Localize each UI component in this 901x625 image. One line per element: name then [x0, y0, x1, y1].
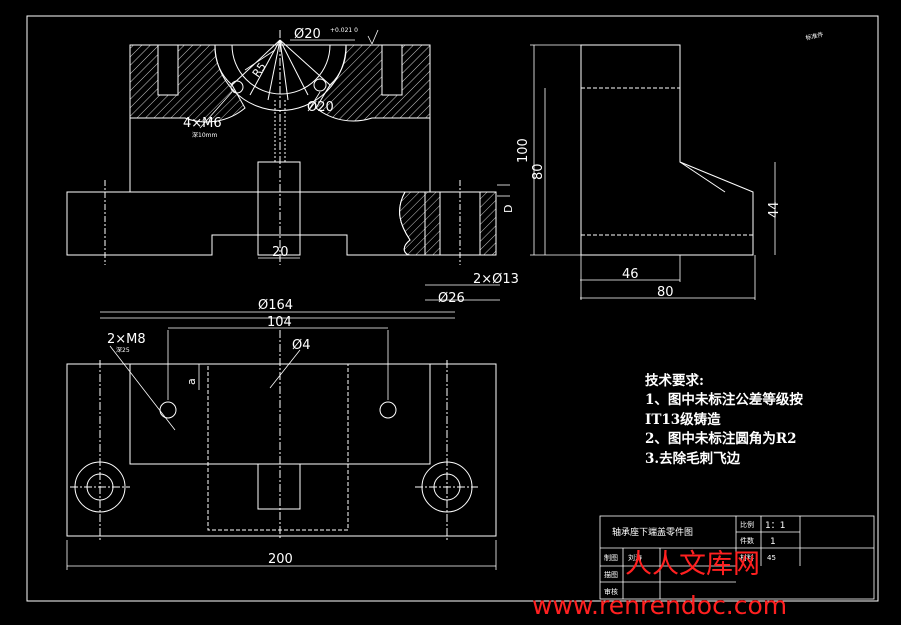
side-view [580, 44, 754, 256]
dim-width-20: 20 [272, 245, 289, 260]
top-view [66, 330, 497, 540]
dim-pin: Ø20 [307, 100, 334, 115]
dim-200: 200 [268, 552, 293, 567]
tb-draft-label: 描图 [604, 570, 618, 579]
tb-material-value: 45 [767, 554, 776, 562]
dim-radius: R5 [250, 60, 269, 79]
dim-m8-note: 深25 [116, 346, 130, 354]
tb-qty-label: 件数 [740, 536, 754, 545]
dim-depth: D [502, 205, 515, 213]
dim-bore-tol: +0.021 0 [330, 27, 358, 34]
dim-screws: 4×M6 [183, 116, 222, 131]
tb-scale-value: 1：1 [765, 521, 785, 531]
technical-notes: 技术要求: 1、图中未标注公差等级按 IT13级铸造 2、图中未标注圆角为R2 … [645, 372, 803, 467]
tb-drawn-value: 刘涛 [628, 553, 642, 562]
dim-100: 100 [516, 138, 531, 163]
watermark-brand: 人人文库网 [625, 549, 760, 580]
dim-44: 44 [767, 201, 782, 218]
tb-drawn-label: 制图 [604, 553, 618, 562]
tb-scale-label: 比例 [740, 520, 754, 529]
dim-bore: Ø20 [294, 27, 321, 42]
title-block [599, 515, 875, 600]
notes-line-1: 1、图中未标注公差等级按 [645, 391, 803, 408]
dim-80-side: 80 [531, 163, 546, 180]
front-view [66, 30, 497, 265]
dim-a: a [185, 378, 198, 385]
dim-m8: 2×M8 [107, 332, 146, 347]
drawing-border [26, 15, 879, 602]
notes-line-2: IT13级铸造 [645, 411, 721, 428]
tb-qty-value: 1 [770, 537, 776, 547]
tb-check-label: 审核 [604, 587, 618, 596]
dim-phi4: Ø4 [292, 338, 311, 353]
tb-material-label: 材料 [740, 553, 754, 562]
dim-hole-13: 2×Ø13 [473, 272, 519, 287]
notes-line-3: 2、图中未标注圆角为R2 [645, 430, 797, 447]
tb-title: 轴承座下端盖零件图 [612, 526, 693, 538]
dim-screws-note: 深10mm [192, 131, 217, 139]
dim-164: Ø164 [258, 298, 293, 313]
watermark-url: www.renrendoc.com [532, 591, 787, 620]
notes-heading: 技术要求: [645, 372, 704, 389]
dim-46: 46 [622, 267, 639, 282]
dim-cbore-26: Ø26 [438, 291, 465, 306]
notes-line-4: 3.去除毛刺飞边 [645, 450, 741, 467]
base-plate [66, 191, 411, 256]
dim-80-bottom: 80 [657, 285, 674, 300]
dim-104: 104 [267, 315, 292, 330]
corner-mark: 标准件 [805, 30, 824, 42]
